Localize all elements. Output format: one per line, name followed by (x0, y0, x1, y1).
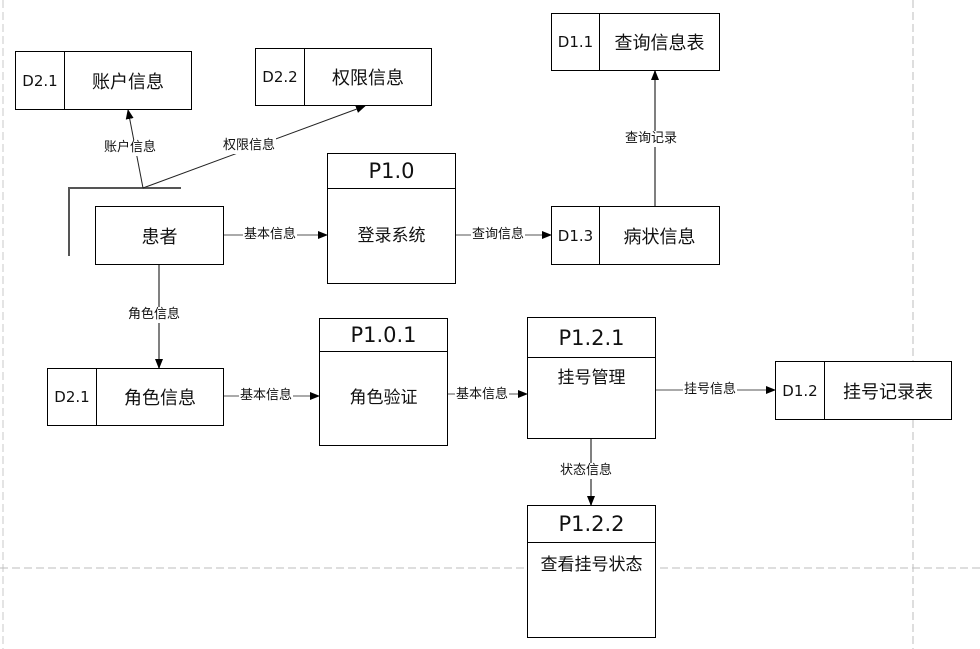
store-name: 挂号记录表 (843, 381, 933, 403)
store-query-table[interactable]: D1.1 查询信息表 (551, 13, 720, 71)
flow-label-query-record: 查询记录 (624, 131, 679, 147)
store-name: 查询信息表 (614, 33, 705, 54)
flow-label-basic-role: 基本信息 (239, 388, 294, 404)
process-register-manage[interactable]: P1.2.1 挂号管理 (527, 317, 656, 439)
store-code: D1.2 (776, 362, 825, 419)
flow-label-permission: 权限信息 (222, 138, 277, 154)
store-code: D1.1 (552, 14, 600, 70)
process-name: 角色验证 (349, 388, 418, 408)
store-code: D2.1 (48, 369, 97, 425)
process-id: P1.2.2 (528, 506, 655, 543)
store-code: D2.1 (16, 52, 65, 109)
store-name: 角色信息 (124, 388, 196, 409)
store-symptom-info[interactable]: D1.3 病状信息 (551, 206, 720, 265)
process-login[interactable]: P1.0 登录系统 (327, 153, 456, 284)
process-name: 查看挂号状态 (540, 555, 643, 575)
flow-label-status: 状态信息 (559, 463, 614, 479)
store-account-info[interactable]: D2.1 账户信息 (15, 51, 192, 110)
store-role-info[interactable]: D2.1 角色信息 (47, 368, 224, 426)
process-id: P1.2.1 (528, 318, 655, 358)
flow-label-register-info: 挂号信息 (683, 382, 738, 398)
flow-label-account: 账户信息 (103, 140, 158, 156)
store-name: 病状信息 (623, 226, 696, 248)
process-id: P1.0 (328, 154, 455, 189)
store-permission-info[interactable]: D2.2 权限信息 (255, 48, 432, 106)
store-code: D2.2 (256, 49, 305, 105)
process-view-status[interactable]: P1.2.2 查看挂号状态 (527, 505, 656, 638)
entity-patient[interactable]: 患者 (95, 206, 224, 265)
process-name: 挂号管理 (557, 368, 626, 388)
flow-label-role: 角色信息 (127, 307, 182, 323)
process-id: P1.0.1 (320, 319, 447, 352)
flow-label-query: 查询信息 (471, 227, 526, 243)
store-name: 账户信息 (92, 71, 164, 93)
flow-label-basic-login: 基本信息 (243, 227, 298, 243)
process-name: 登录系统 (357, 226, 426, 246)
process-role-verify[interactable]: P1.0.1 角色验证 (319, 318, 448, 446)
entity-patient-label: 患者 (141, 226, 178, 248)
store-register-table[interactable]: D1.2 挂号记录表 (775, 361, 952, 420)
store-code: D1.3 (552, 207, 600, 264)
store-name: 权限信息 (332, 68, 404, 89)
flow-label-basic-register: 基本信息 (455, 387, 510, 403)
